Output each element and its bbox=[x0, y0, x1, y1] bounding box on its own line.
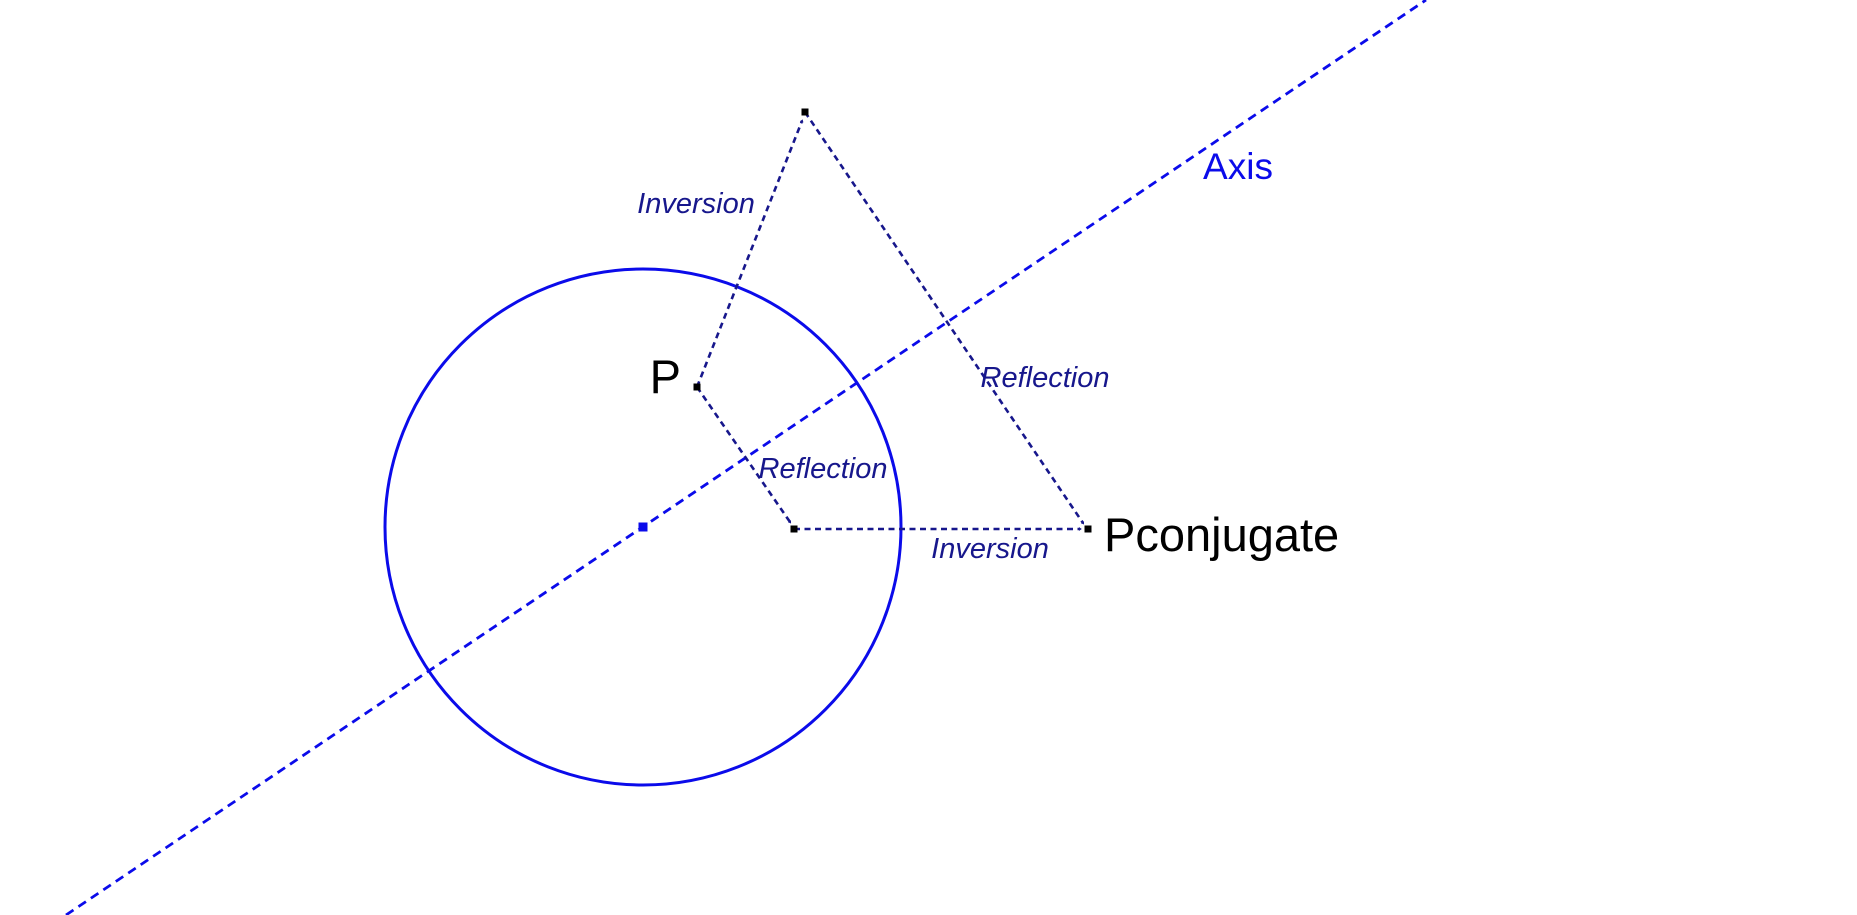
inversion-line-p-to-inverse bbox=[695, 121, 802, 388]
point-p-marker[interactable] bbox=[693, 383, 701, 391]
reflection-line-inverse-to-conjugate bbox=[803, 111, 1085, 523]
circle-center-point[interactable] bbox=[638, 522, 648, 532]
reflection-line-p-to-reflected bbox=[695, 386, 792, 522]
axis-label: Axis bbox=[1203, 146, 1273, 187]
reflection-mid-label: Reflection bbox=[759, 453, 888, 485]
reflection-right-label: Reflection bbox=[981, 362, 1110, 394]
point-p-label: P bbox=[650, 350, 681, 403]
inversion-top-label: Inversion bbox=[637, 188, 755, 220]
point-p-reflected-marker[interactable] bbox=[790, 525, 798, 533]
point-p-conjugate-marker[interactable] bbox=[1084, 525, 1092, 533]
point-pconjugate-label: Pconjugate bbox=[1104, 508, 1339, 561]
inversion-bottom-label: Inversion bbox=[931, 533, 1049, 565]
point-p-inverse-marker[interactable] bbox=[801, 108, 809, 116]
inversion-circle bbox=[383, 267, 903, 787]
reflection-axis-line bbox=[65, 0, 1427, 915]
